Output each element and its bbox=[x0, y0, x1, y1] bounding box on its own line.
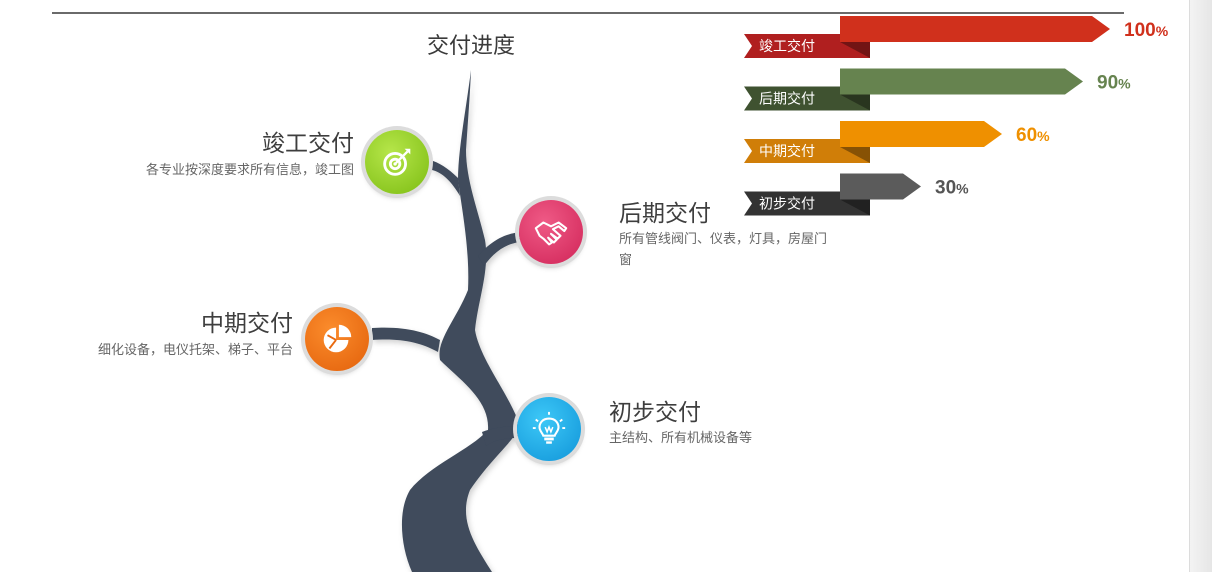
ribbon-fold bbox=[840, 94, 870, 111]
handshake-icon bbox=[534, 221, 568, 246]
node-circle-mid bbox=[305, 307, 369, 371]
node-title-late: 后期交付 bbox=[619, 201, 711, 227]
progress-row: 中期交付 60% bbox=[744, 121, 1050, 163]
progress-category-label: 初步交付 bbox=[759, 196, 815, 213]
progress-value-label: 60% bbox=[1016, 125, 1050, 146]
progress-label-ribbon bbox=[744, 34, 870, 58]
node-desc-mid: 细化设备，电仪托架、梯子、平台 bbox=[97, 343, 293, 358]
node-title-mid: 中期交付 bbox=[201, 311, 293, 337]
progress-label-ribbon bbox=[744, 139, 870, 163]
node-desc-initial: 主结构、所有机械设备等 bbox=[609, 431, 753, 446]
diagram-title: 交付进度 bbox=[426, 34, 515, 59]
node-circle-completion bbox=[365, 130, 429, 194]
node-circle-initial bbox=[517, 397, 581, 461]
scrollbar-track[interactable] bbox=[1189, 0, 1212, 572]
progress-label-ribbon bbox=[744, 191, 870, 216]
progress-category-label: 中期交付 bbox=[759, 143, 815, 160]
progress-bar bbox=[840, 173, 921, 200]
progress-value-label: 90% bbox=[1097, 73, 1131, 94]
progress-bar bbox=[840, 16, 1110, 42]
progress-value-label: 30% bbox=[935, 178, 969, 199]
ribbon-fold bbox=[840, 199, 870, 216]
ribbon-fold bbox=[840, 42, 870, 58]
node-desc-completion: 各专业按深度要求所有信息，竣工图 bbox=[145, 163, 354, 178]
node-circle-late bbox=[519, 200, 583, 264]
node-title-initial: 初步交付 bbox=[609, 400, 701, 426]
header-divider bbox=[52, 12, 1124, 14]
progress-value-label: 100% bbox=[1124, 20, 1169, 41]
progress-bar bbox=[840, 121, 1002, 147]
node-desc-late: 所有管线阀门、仪表，灯具，房屋门窗 bbox=[619, 232, 828, 268]
progress-category-label: 竣工交付 bbox=[759, 38, 815, 55]
progress-row: 初步交付 30% bbox=[744, 173, 969, 216]
target-icon bbox=[383, 148, 411, 176]
lightbulb-icon bbox=[532, 411, 566, 444]
progress-bar bbox=[840, 68, 1083, 95]
node-title-completion: 竣工交付 bbox=[262, 131, 354, 157]
pie-chart-icon bbox=[323, 324, 352, 353]
progress-row: 后期交付 90% bbox=[744, 68, 1131, 111]
progress-category-label: 后期交付 bbox=[759, 91, 815, 108]
progress-row: 竣工交付 100% bbox=[744, 16, 1169, 58]
ribbon-fold bbox=[840, 147, 870, 163]
progress-label-ribbon bbox=[744, 86, 870, 111]
